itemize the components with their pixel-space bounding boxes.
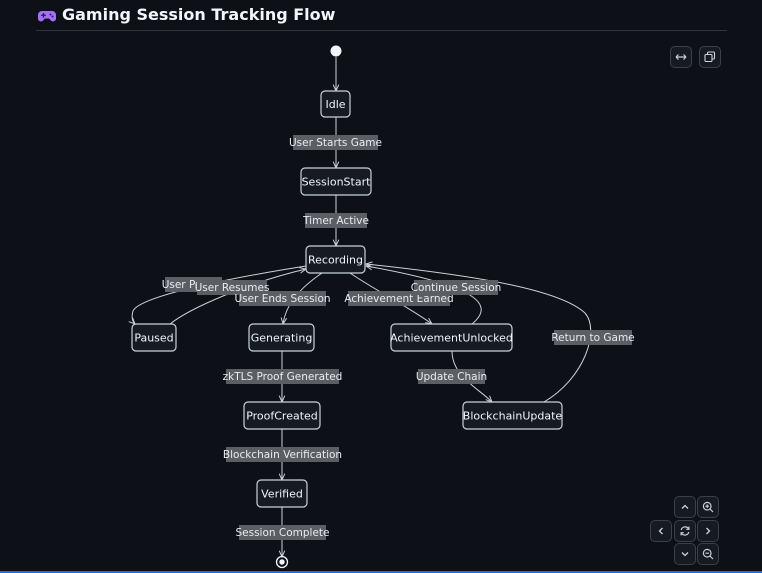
bottom-accent-bar [0, 571, 762, 573]
zoom-in-button[interactable] [697, 496, 719, 518]
transition-label-achievement-unlocked-to-recording: Continue Session [411, 280, 502, 295]
svg-text:Return to Game: Return to Game [551, 332, 634, 344]
chevron-down-icon [681, 552, 689, 557]
state-label: Recording [308, 254, 363, 267]
transition-label-achievement-unlocked-to-blockchain-update: Update Chain [416, 369, 487, 384]
transition-edge-recording-to-paused [132, 265, 307, 324]
state-recording[interactable]: Recording [305, 245, 366, 274]
transition-label-blockchain-update-to-recording: Return to Game [551, 330, 635, 345]
reset-icon [680, 526, 690, 536]
reset-button[interactable] [674, 520, 696, 542]
svg-text:zkTLS Proof Generated: zkTLS Proof Generated [223, 371, 343, 383]
page-title: Gaming Session Tracking Flow [62, 5, 336, 24]
pan-up-button[interactable] [674, 496, 696, 518]
transition-label-verified-to-end: Session Complete [235, 525, 330, 540]
start-state [330, 45, 342, 57]
transition-label-idle-to-session-start: User Starts Game [289, 135, 382, 150]
state-session-start[interactable]: SessionStart [300, 167, 372, 196]
copy-icon [704, 51, 716, 63]
chevron-right-icon [706, 527, 711, 535]
state-paused[interactable]: Paused [131, 323, 177, 352]
svg-text:Update Chain: Update Chain [416, 371, 487, 383]
svg-text:User Ends Session: User Ends Session [234, 293, 330, 305]
zoom-out-button[interactable] [697, 543, 719, 565]
transition-edge-paused-to-recording [169, 269, 306, 325]
transition-label-generating-to-proof-created: zkTLS Proof Generated [223, 369, 343, 384]
state-proof-created[interactable]: ProofCreated [243, 401, 321, 430]
svg-text:Achievement Earned: Achievement Earned [344, 293, 453, 305]
chevron-up-icon [681, 504, 689, 509]
pan-right-button[interactable] [697, 520, 719, 542]
svg-text:Continue Session: Continue Session [411, 282, 502, 294]
state-label: BlockchainUpdate [463, 410, 563, 423]
svg-text:Session Complete: Session Complete [235, 527, 329, 539]
state-label: Generating [251, 332, 313, 345]
page-header: Gaming Session Tracking Flow [36, 0, 727, 31]
state-label: Verified [261, 488, 303, 501]
zoom-in-icon [702, 501, 714, 513]
state-label: SessionStart [302, 176, 372, 189]
end-state [275, 555, 289, 569]
state-label: Paused [134, 332, 173, 345]
svg-text:Blockchain Verification: Blockchain Verification [223, 449, 342, 461]
transition-edge-blockchain-update-to-recording [366, 264, 592, 403]
state-verified[interactable]: Verified [256, 479, 308, 508]
zoom-out-icon [702, 548, 714, 560]
state-label: AchievementUnlocked [390, 332, 513, 345]
fit-width-icon [675, 54, 687, 60]
svg-text:Timer Active: Timer Active [302, 215, 369, 227]
transition-edge-achievement-unlocked-to-recording [366, 266, 482, 325]
pan-down-button[interactable] [674, 543, 696, 565]
state-label: ProofCreated [246, 410, 318, 423]
state-label: Idle [325, 98, 345, 111]
transition-label-session-start-to-recording: Timer Active [302, 213, 369, 228]
svg-text:User Starts Game: User Starts Game [289, 137, 382, 149]
chevron-left-icon [658, 527, 663, 535]
gamepad-icon [38, 11, 56, 22]
transition-label-recording-to-generating: User Ends Session [234, 291, 331, 306]
transition-label-proof-created-to-verified: Blockchain Verification [223, 447, 342, 462]
state-idle[interactable]: Idle [320, 90, 351, 118]
pan-left-button[interactable] [650, 520, 672, 542]
state-blockchain-update[interactable]: BlockchainUpdate [462, 401, 563, 430]
state-achievement-unlocked[interactable]: AchievementUnlocked [390, 323, 513, 352]
state-generating[interactable]: Generating [248, 323, 315, 352]
fit-width-button[interactable] [670, 46, 692, 68]
copy-button[interactable] [699, 46, 721, 68]
